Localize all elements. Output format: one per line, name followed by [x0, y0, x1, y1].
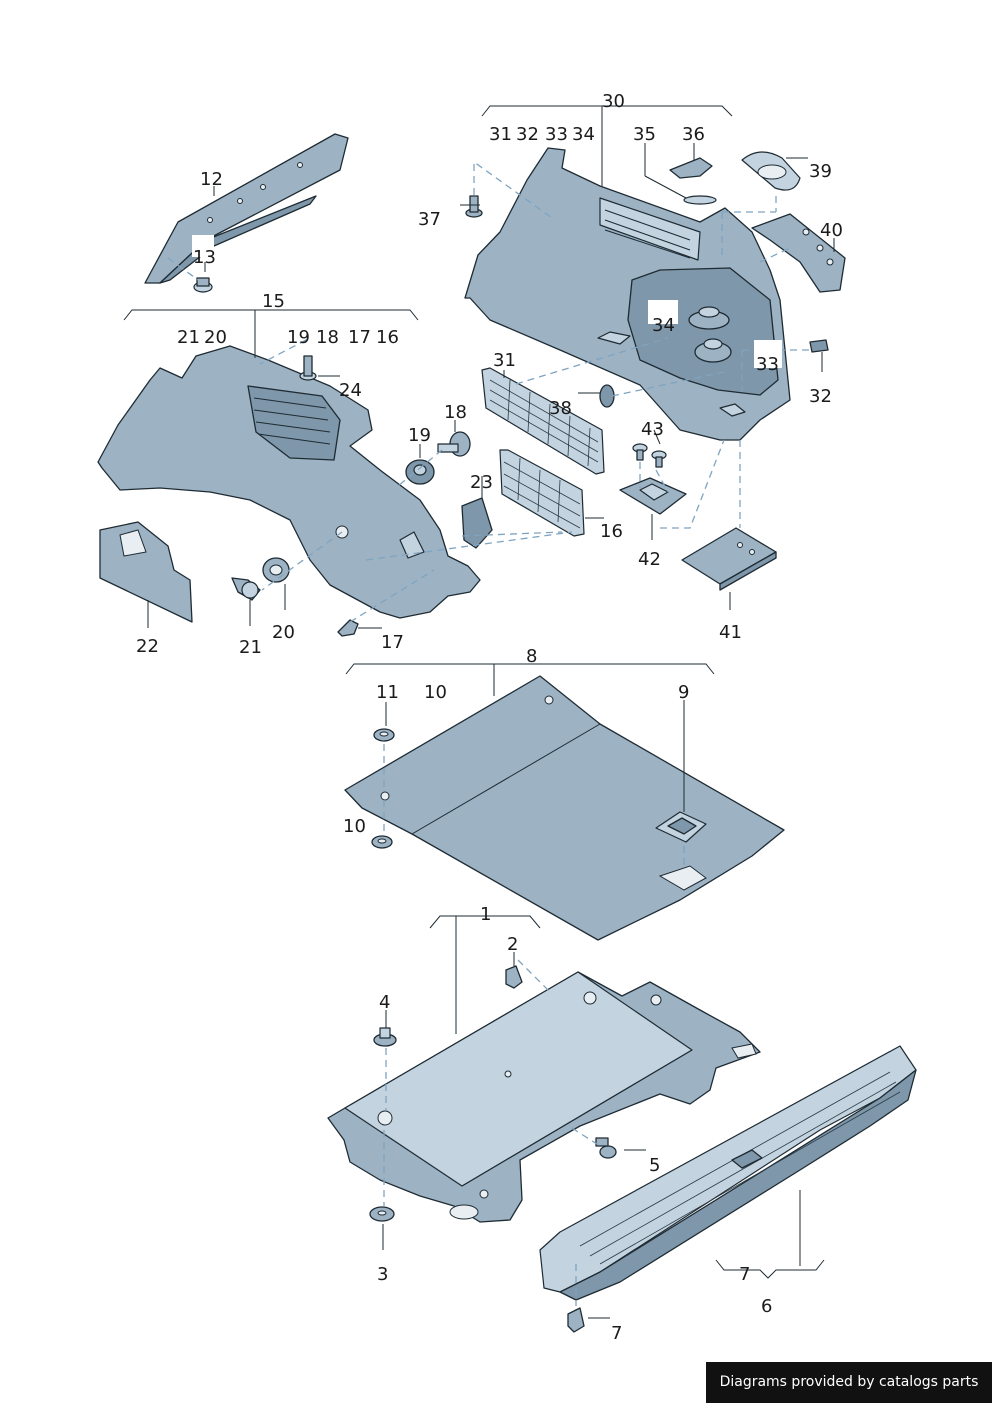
callout-3: 3	[377, 1264, 388, 1285]
callout-19-top: 19	[287, 327, 310, 348]
callout-30: 30	[602, 91, 625, 112]
callout-39: 39	[809, 161, 832, 182]
callout-32: 32	[516, 124, 539, 145]
callout-36: 36	[682, 124, 705, 145]
callout-10-top: 10	[424, 682, 447, 703]
callout-33: 33	[545, 124, 568, 145]
part-42-bracket	[619, 477, 687, 515]
part-38-cap	[599, 384, 615, 408]
part-4-nut	[373, 1027, 397, 1047]
callout-42: 42	[638, 549, 661, 570]
part-5-screw	[595, 1137, 617, 1159]
callout-43: 43	[641, 419, 664, 440]
label-box-34	[648, 300, 678, 324]
part-16-net	[499, 449, 585, 537]
part-2-clip	[505, 965, 523, 989]
part-40-handle	[751, 213, 846, 293]
part-6-sill-trim	[539, 1045, 917, 1301]
callout-21-top: 21	[177, 327, 200, 348]
callout-19: 19	[408, 425, 431, 446]
label-box-13	[192, 235, 214, 257]
part-35-washer	[683, 195, 717, 205]
callout-41: 41	[719, 622, 742, 643]
callout-13: 13	[193, 247, 216, 268]
callout-17-top: 17	[348, 327, 371, 348]
part-13-clip	[193, 277, 213, 293]
callout-20: 20	[272, 622, 295, 643]
part-24-screw	[299, 355, 317, 381]
callout-18-top: 18	[316, 327, 339, 348]
leader-lines	[123, 105, 835, 1319]
callout-22: 22	[136, 636, 159, 657]
callout-34-inline: 34	[652, 315, 675, 336]
part-20-ring	[262, 557, 290, 583]
part-31-net	[481, 367, 605, 475]
callout-2: 2	[507, 934, 518, 955]
part-37-screw	[465, 195, 483, 218]
part-19-bumper	[405, 459, 435, 485]
callout-9: 9	[678, 682, 689, 703]
callout-40: 40	[820, 220, 843, 241]
part-3-nut	[369, 1206, 395, 1222]
dashed-connectors	[167, 160, 810, 1306]
part-39-cover	[741, 151, 801, 191]
callout-24: 24	[339, 380, 362, 401]
part-32-clip	[809, 339, 829, 353]
callout-31-net: 31	[493, 350, 516, 371]
part-12-trim-panel	[144, 133, 349, 284]
callout-33-inline: 33	[756, 354, 779, 375]
callout-8: 8	[526, 646, 537, 667]
part-17-clip	[337, 619, 359, 637]
callout-12: 12	[200, 169, 223, 190]
part-23-latch	[461, 497, 493, 549]
part-41-plate	[681, 527, 777, 591]
callout-35: 35	[633, 124, 656, 145]
callout-17: 17	[381, 632, 404, 653]
part-21-plug	[231, 577, 261, 601]
part-30-side-trim	[464, 147, 791, 441]
part-36-bracket	[669, 157, 713, 179]
part-34-nut	[688, 306, 730, 330]
callout-labels: 30 31 32 33 34 35 36 39 37 40 34 33 31 3…	[136, 91, 843, 1344]
callout-11: 11	[376, 682, 399, 703]
callout-16-net: 16	[600, 521, 623, 542]
part-10-nut	[371, 835, 393, 849]
callout-37: 37	[418, 209, 441, 230]
callout-16-top: 16	[376, 327, 399, 348]
callout-23: 23	[470, 472, 493, 493]
part-1-floor-tray	[327, 971, 761, 1223]
callout-20-top: 20	[204, 327, 227, 348]
part-18-grommet	[437, 431, 471, 457]
part-33-fastener	[694, 338, 732, 363]
callout-4: 4	[379, 992, 390, 1013]
callout-32-clip: 32	[809, 386, 832, 407]
part-7-clip	[567, 1307, 585, 1333]
part-22-panel	[99, 521, 193, 623]
part-8-floor-cover	[344, 675, 785, 941]
callout-6: 6	[761, 1296, 772, 1317]
callout-31: 31	[489, 124, 512, 145]
callout-5: 5	[649, 1155, 660, 1176]
label-box-33	[754, 340, 782, 368]
callout-34: 34	[572, 124, 595, 145]
part-15-side-trim	[97, 345, 481, 619]
callout-10: 10	[343, 816, 366, 837]
callout-1: 1	[480, 904, 491, 925]
callout-15: 15	[262, 291, 285, 312]
callout-18: 18	[444, 402, 467, 423]
callout-7: 7	[611, 1323, 622, 1344]
callout-7-bracket: 7	[739, 1264, 750, 1285]
part-11-nut	[373, 728, 395, 742]
part-43-screws	[632, 443, 667, 468]
callout-38: 38	[549, 398, 572, 419]
callout-21: 21	[239, 637, 262, 658]
footer-credit: Diagrams provided by catalogs parts	[706, 1362, 992, 1403]
